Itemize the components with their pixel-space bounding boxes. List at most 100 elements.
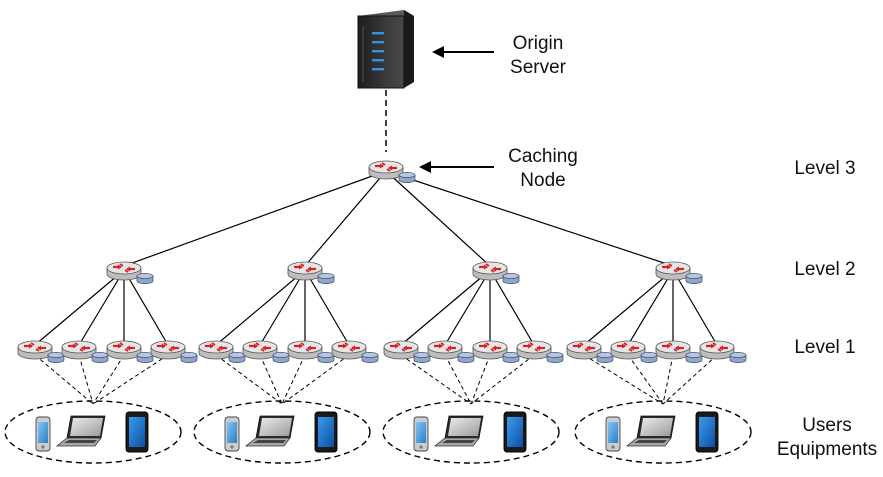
tablet-icon xyxy=(314,411,338,453)
smartphone-icon xyxy=(224,416,240,452)
cache-disk-icon xyxy=(47,352,65,363)
cache-disk-icon xyxy=(413,352,431,363)
cache-disk-icon xyxy=(180,352,198,363)
smartphone-icon xyxy=(605,416,621,452)
link-level2-level1 xyxy=(78,269,125,346)
origin-server-label-line1: Origin xyxy=(512,33,564,54)
link-level1-users xyxy=(281,354,350,405)
cache-disk-icon xyxy=(502,352,520,363)
dashed-links xyxy=(34,354,718,405)
origin-server-label: Origin Server xyxy=(498,32,578,80)
router-icon xyxy=(516,340,564,363)
cache-disk-icon xyxy=(317,273,335,284)
level3-label: Level 3 xyxy=(794,158,856,179)
cache-disk-icon xyxy=(502,273,520,284)
link-level2-level1 xyxy=(444,269,491,346)
link-level1-users xyxy=(470,354,491,405)
user-groups xyxy=(4,400,752,464)
cache-disk-icon xyxy=(685,352,703,363)
link-level3-level2 xyxy=(385,170,491,267)
link-level2-level1 xyxy=(304,269,350,346)
user-group-ellipse xyxy=(382,400,560,464)
router-icon xyxy=(655,261,703,284)
cache-disk-icon xyxy=(457,352,475,363)
arrow-left-icon xyxy=(432,46,494,58)
link-level1-users xyxy=(281,354,306,405)
link-level1-users xyxy=(92,354,125,405)
router-icon xyxy=(242,340,290,363)
router-icon xyxy=(61,340,109,363)
router-icon xyxy=(331,340,379,363)
router-icon xyxy=(427,340,475,363)
laptop-icon xyxy=(625,415,676,447)
cache-disk-icon xyxy=(317,352,335,363)
level1-label: Level 1 xyxy=(794,337,856,358)
server-icon xyxy=(357,10,414,89)
user-devices xyxy=(35,411,719,453)
users-equipments-label: Users Equipments xyxy=(774,414,880,462)
router-icon xyxy=(17,340,65,363)
link-level3-level2 xyxy=(304,170,387,267)
origin-server-label-line2: Server xyxy=(510,57,566,78)
link-level1-users xyxy=(470,354,535,405)
level2-label: Level 2 xyxy=(794,259,856,280)
smartphone-icon xyxy=(413,416,429,452)
smartphone-icon xyxy=(35,416,51,452)
link-level1-users xyxy=(583,354,664,405)
tablet-icon xyxy=(503,411,527,453)
laptop-icon xyxy=(244,415,295,447)
network-nodes xyxy=(17,160,747,363)
cache-disk-icon xyxy=(596,352,614,363)
router-icon xyxy=(150,340,198,363)
router-icon xyxy=(287,261,335,284)
link-level3-level2 xyxy=(385,170,674,267)
link-level2-level1 xyxy=(215,269,306,346)
link-level1-users xyxy=(259,354,283,405)
link-level2-level1 xyxy=(583,269,674,346)
users-equipments-label-line2: Equipments xyxy=(776,439,878,460)
link-level2-level1 xyxy=(489,269,535,346)
cache-disk-icon xyxy=(361,352,379,363)
router-icon xyxy=(566,340,614,363)
router-icon xyxy=(610,340,658,363)
cache-disk-icon xyxy=(272,352,290,363)
cache-disk-icon xyxy=(228,352,246,363)
user-group-ellipse xyxy=(4,400,182,464)
router-icon xyxy=(699,340,747,363)
router-icon xyxy=(106,261,154,284)
laptop-icon xyxy=(433,415,484,447)
laptop-icon xyxy=(55,415,106,447)
link-level1-users xyxy=(215,354,283,405)
link-level2-level1 xyxy=(123,269,169,346)
link-level1-users xyxy=(78,354,94,405)
link-level1-users xyxy=(34,354,94,405)
router-icon xyxy=(198,340,246,363)
link-level2-level1 xyxy=(259,269,306,346)
tablet-icon xyxy=(695,411,719,453)
arrow-left-icon xyxy=(419,161,494,173)
cache-disk-icon xyxy=(546,352,564,363)
caching-node-label-line2: Node xyxy=(520,170,566,191)
router-icon xyxy=(472,340,520,363)
router-icon xyxy=(287,340,335,363)
tablet-icon xyxy=(125,411,149,453)
link-level1-users xyxy=(92,354,169,405)
cache-disk-icon xyxy=(136,352,154,363)
user-group-ellipse xyxy=(193,400,371,464)
cache-disk-icon xyxy=(685,273,703,284)
link-level2-level1 xyxy=(627,269,674,346)
caching-node-label: Caching Node xyxy=(498,145,588,193)
cache-disk-icon xyxy=(640,352,658,363)
cache-disk-icon xyxy=(91,352,109,363)
router-icon xyxy=(472,261,520,284)
link-level1-users xyxy=(662,354,718,405)
router-icon xyxy=(368,160,416,183)
link-level1-users xyxy=(662,354,674,405)
link-level1-users xyxy=(444,354,472,405)
cache-disk-icon xyxy=(136,273,154,284)
router-icon xyxy=(655,340,703,363)
cache-disk-icon xyxy=(398,172,416,183)
link-level2-level1 xyxy=(400,269,491,346)
